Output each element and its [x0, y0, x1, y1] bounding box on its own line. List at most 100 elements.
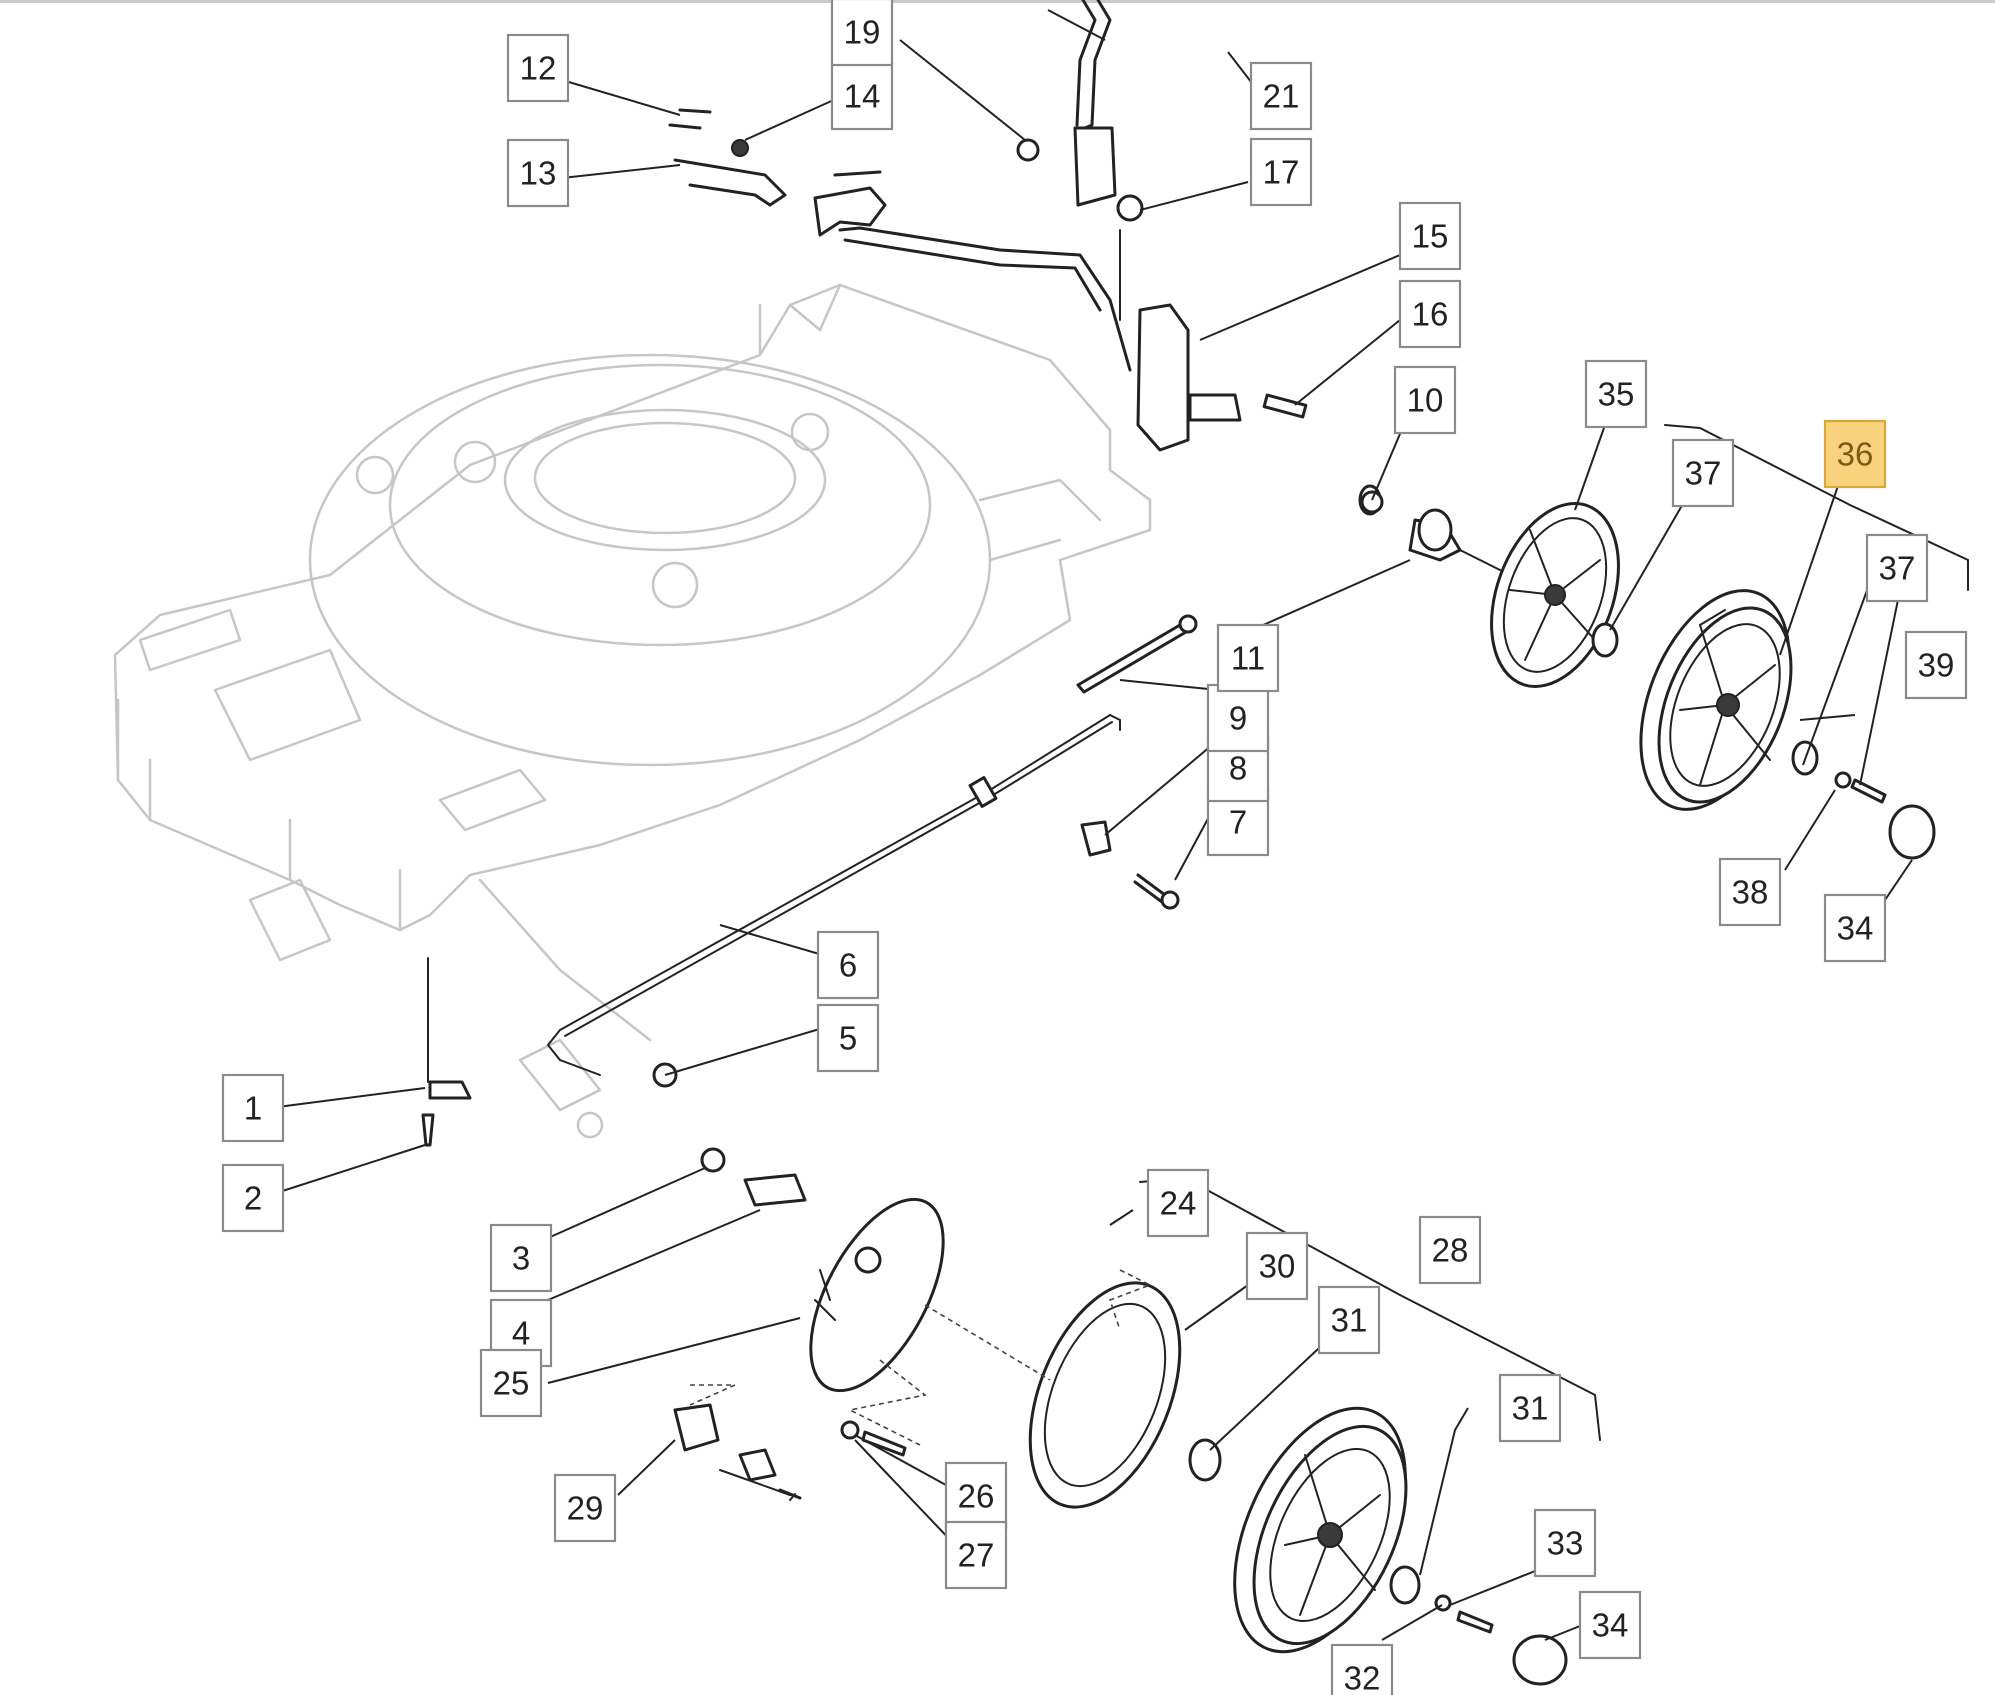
callout-number: 31	[1512, 1390, 1549, 1427]
callout-number: 30	[1259, 1248, 1296, 1285]
callout-number: 17	[1263, 154, 1300, 191]
callout-number: 25	[493, 1365, 530, 1402]
callout-box	[1584, 359, 1648, 429]
callout-number: 6	[839, 947, 857, 984]
callout-box	[1498, 1373, 1562, 1443]
callout-box	[221, 1073, 285, 1143]
callout-number: 9	[1229, 700, 1247, 737]
callout-box	[506, 33, 570, 103]
callout-25[interactable]: 25	[479, 1348, 543, 1418]
callout-37[interactable]: 37	[1671, 438, 1735, 508]
callout-box	[1418, 1215, 1482, 1285]
callout-32[interactable]: 32	[1330, 1643, 1394, 1695]
callout-37[interactable]: 37	[1865, 533, 1929, 603]
callout-box	[944, 1461, 1008, 1531]
callout-39[interactable]: 39	[1904, 630, 1968, 700]
callout-box	[1718, 857, 1782, 927]
callout-box	[1533, 1508, 1597, 1578]
callout-labels: 1234567891011121314151617192124252627282…	[221, 0, 1968, 1695]
callout-number: 38	[1732, 874, 1769, 911]
callout-box	[1216, 623, 1280, 693]
callout-number: 14	[844, 78, 881, 115]
callout-number: 24	[1160, 1185, 1197, 1222]
callout-28[interactable]: 28	[1418, 1215, 1482, 1285]
callout-number: 32	[1344, 1660, 1381, 1695]
callout-number: 27	[958, 1537, 995, 1574]
callout-box	[816, 930, 880, 1000]
callout-24[interactable]: 24	[1146, 1168, 1210, 1238]
callout-box	[506, 138, 570, 208]
callout-3[interactable]: 3	[489, 1223, 553, 1293]
callout-13[interactable]: 13	[506, 138, 570, 208]
callout-box	[1249, 61, 1313, 131]
callout-1[interactable]: 1	[221, 1073, 285, 1143]
callout-17[interactable]: 17	[1249, 137, 1313, 207]
callout-box	[816, 1003, 880, 1073]
callout-35[interactable]: 35	[1584, 359, 1648, 429]
callout-number: 35	[1598, 376, 1635, 413]
callout-26[interactable]: 26	[944, 1461, 1008, 1531]
callout-number: 26	[958, 1478, 995, 1515]
callout-10[interactable]: 10	[1393, 365, 1457, 435]
callout-number: 29	[567, 1490, 604, 1527]
callout-number: 15	[1412, 218, 1449, 255]
callout-number: 12	[520, 50, 557, 87]
rear-wheel-assembly	[1360, 424, 1969, 860]
callout-2[interactable]: 2	[221, 1163, 285, 1233]
callout-number: 10	[1407, 382, 1444, 419]
cable-spring-assembly	[421, 614, 1198, 1147]
callout-14[interactable]: 14	[830, 61, 894, 131]
callout-36[interactable]: 36	[1823, 419, 1887, 489]
callout-29[interactable]: 29	[553, 1473, 617, 1543]
callout-27[interactable]: 27	[944, 1520, 1008, 1590]
callout-box	[489, 1223, 553, 1293]
callout-box	[1398, 201, 1462, 271]
callout-34[interactable]: 34	[1823, 893, 1887, 963]
callout-box	[221, 1163, 285, 1233]
callout-31[interactable]: 31	[1498, 1373, 1562, 1443]
callout-number: 4	[512, 1315, 530, 1352]
callout-21[interactable]: 21	[1249, 61, 1313, 131]
callout-number: 7	[1229, 804, 1247, 841]
callout-38[interactable]: 38	[1718, 857, 1782, 927]
callout-number: 2	[244, 1180, 262, 1217]
callout-number: 16	[1412, 296, 1449, 333]
callout-number: 13	[520, 155, 557, 192]
callout-number: 39	[1918, 647, 1955, 684]
callout-6[interactable]: 6	[816, 930, 880, 1000]
callout-box	[1865, 533, 1929, 603]
callout-number: 11	[1231, 640, 1265, 677]
callout-number: 31	[1331, 1302, 1368, 1339]
callout-box	[553, 1473, 617, 1543]
callout-number: 5	[839, 1020, 857, 1057]
callout-box	[944, 1520, 1008, 1590]
callout-number: 37	[1685, 455, 1722, 492]
callout-box	[1823, 419, 1887, 489]
callout-33[interactable]: 33	[1533, 1508, 1597, 1578]
callout-number: 36	[1837, 436, 1874, 473]
callout-box	[1245, 1231, 1309, 1301]
callout-19[interactable]: 19	[830, 0, 894, 67]
callout-11[interactable]: 11	[1216, 623, 1280, 693]
callout-9[interactable]: 9	[1206, 683, 1270, 753]
callout-box	[479, 1348, 543, 1418]
callout-31[interactable]: 31	[1317, 1285, 1381, 1355]
callout-12[interactable]: 12	[506, 33, 570, 103]
callout-box	[1393, 365, 1457, 435]
callout-5[interactable]: 5	[816, 1003, 880, 1073]
callout-16[interactable]: 16	[1398, 279, 1462, 349]
callout-30[interactable]: 30	[1245, 1231, 1309, 1301]
callout-number: 33	[1547, 1525, 1584, 1562]
mower-deck	[113, 283, 1152, 1139]
callout-box	[1578, 1590, 1642, 1660]
front-wheel-assembly	[673, 1147, 1601, 1686]
callout-box	[1671, 438, 1735, 508]
callout-box	[1330, 1643, 1394, 1695]
callout-34[interactable]: 34	[1578, 1590, 1642, 1660]
leader-lines	[269, 9, 1913, 1641]
callout-15[interactable]: 15	[1398, 201, 1462, 271]
callout-number: 19	[844, 14, 881, 51]
callout-number: 34	[1592, 1607, 1629, 1644]
callout-number: 34	[1837, 910, 1874, 947]
